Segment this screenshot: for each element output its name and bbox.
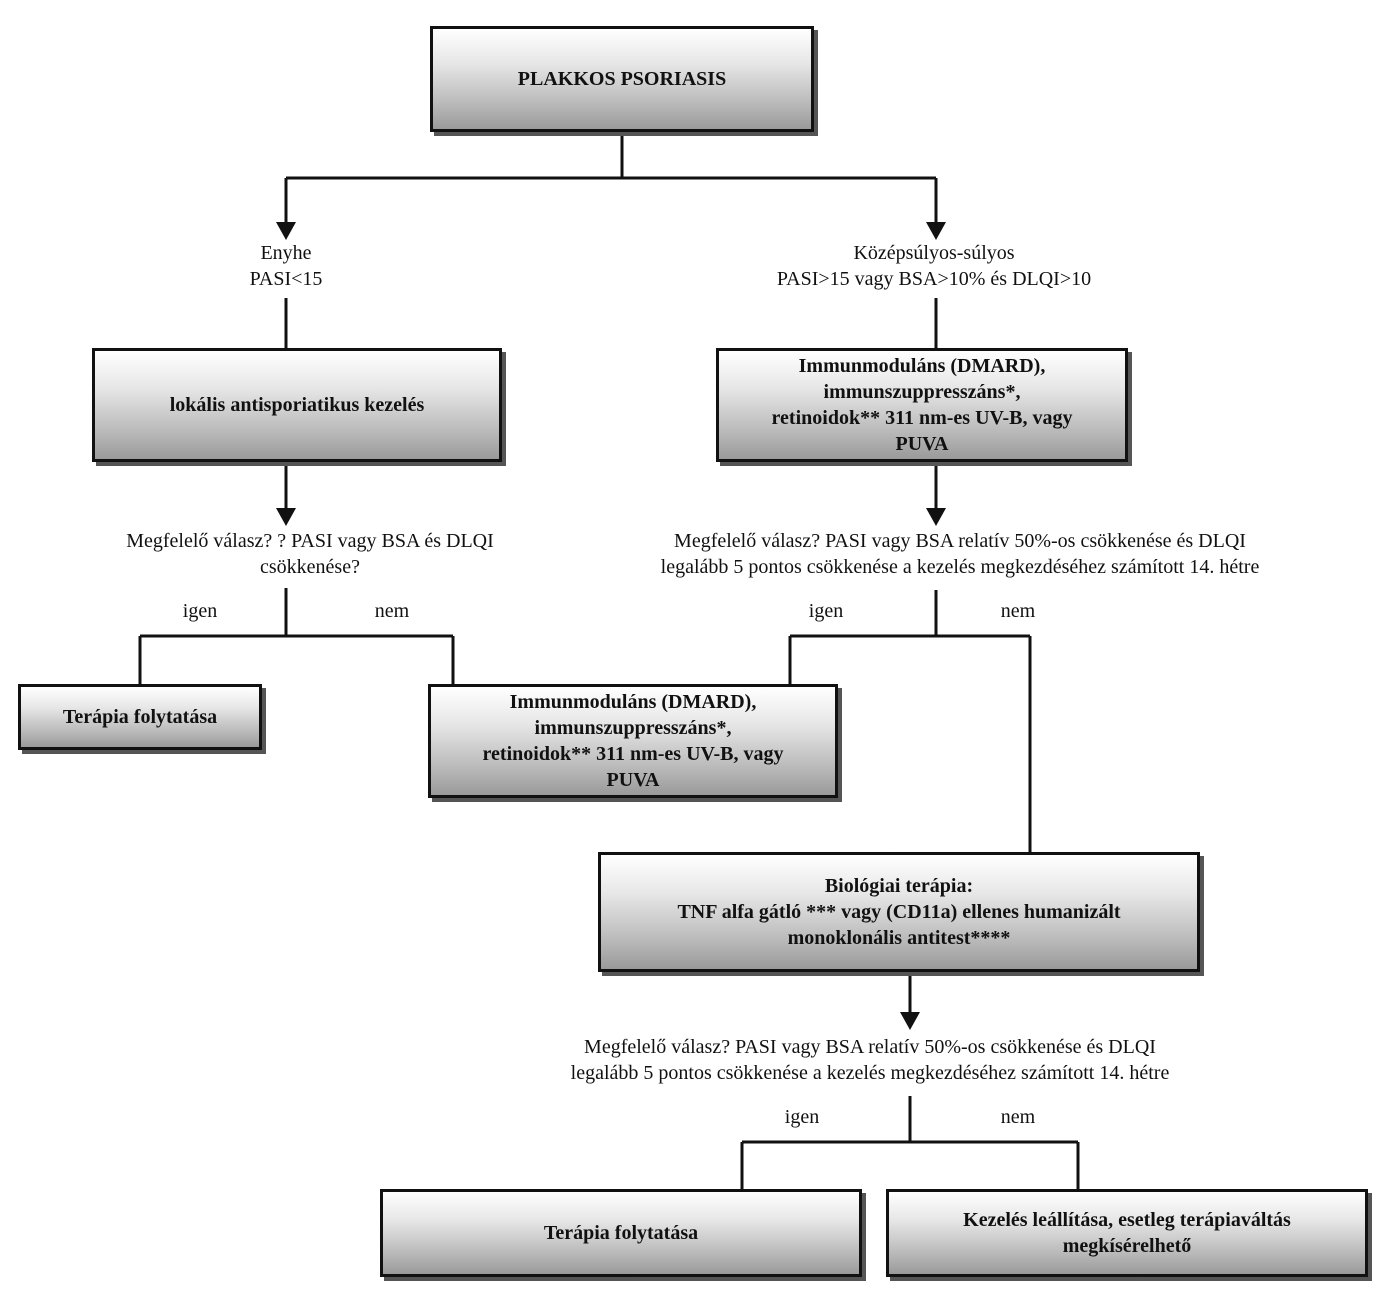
- biological-line: TNF alfa gátló *** vagy (CD11a) ellenes …: [677, 901, 1121, 923]
- no-label-right: nem: [1000, 600, 1036, 622]
- local-treatment-box: lokális antisporiatikus kezelés: [92, 348, 502, 462]
- no-label-left: nem: [374, 600, 410, 622]
- root-label: PLAKKOS PSORIASIS: [517, 68, 727, 90]
- systemic-line: immunszuppresszáns*,: [823, 381, 1021, 403]
- question-right-line: legalább 5 pontos csökkenése a kezelés m…: [660, 556, 1260, 578]
- mild-severity-label: Enyhe PASI<15: [186, 240, 386, 292]
- biological-line: monoklonális antitest****: [787, 927, 1011, 949]
- systemic-line: immunszuppresszáns*,: [534, 717, 732, 739]
- question-left-line: csökkenése?: [260, 556, 360, 578]
- question-bottom: Megfelelő válasz? PASI vagy BSA relatív …: [470, 1034, 1270, 1086]
- severe-title: Középsúlyos-súlyos: [853, 242, 1015, 264]
- systemic-line: PUVA: [895, 433, 949, 455]
- arrowhead-icon: [900, 1012, 920, 1030]
- yes-label-bottom: igen: [784, 1106, 820, 1128]
- question-right-line: Megfelelő válasz? PASI vagy BSA relatív …: [674, 530, 1246, 552]
- mild-criteria: PASI<15: [249, 268, 323, 290]
- continue-therapy-box-bottom: Terápia folytatása: [380, 1189, 862, 1277]
- mild-title: Enyhe: [260, 242, 312, 264]
- no-label-bottom: nem: [1000, 1106, 1036, 1128]
- continue-therapy-label: Terápia folytatása: [543, 1222, 699, 1244]
- question-bottom-line: Megfelelő válasz? PASI vagy BSA relatív …: [584, 1036, 1156, 1058]
- local-treatment-label: lokális antisporiatikus kezelés: [169, 394, 425, 416]
- stop-treatment-box: Kezelés leállítása, esetleg terápiaváltá…: [886, 1189, 1368, 1277]
- question-left-line: Megfelelő válasz? ? PASI vagy BSA és DLQ…: [126, 530, 494, 552]
- systemic-line: PUVA: [606, 769, 660, 791]
- severe-criteria: PASI>15 vagy BSA>10% és DLQI>10: [776, 268, 1092, 290]
- systemic-treatment-box-2: Immunmoduláns (DMARD), immunszuppresszán…: [428, 684, 838, 798]
- systemic-line: Immunmoduláns (DMARD),: [509, 691, 757, 713]
- root-box: PLAKKOS PSORIASIS: [430, 26, 814, 132]
- stop-treatment-line: megkísérelhető: [1062, 1235, 1192, 1257]
- arrowhead-icon: [926, 508, 946, 526]
- arrowhead-icon: [276, 222, 296, 240]
- question-right: Megfelelő válasz? PASI vagy BSA relatív …: [560, 528, 1360, 580]
- severe-severity-label: Középsúlyos-súlyos PASI>15 vagy BSA>10% …: [700, 240, 1168, 292]
- arrowhead-icon: [276, 508, 296, 526]
- question-left: Megfelelő válasz? ? PASI vagy BSA és DLQ…: [60, 528, 560, 580]
- arrowhead-icon: [926, 222, 946, 240]
- systemic-line: retinoidok** 311 nm-es UV-B, vagy: [771, 407, 1073, 429]
- continue-therapy-label: Terápia folytatása: [62, 706, 218, 728]
- yes-label-right: igen: [808, 600, 844, 622]
- yes-label-left: igen: [182, 600, 218, 622]
- systemic-line: Immunmoduláns (DMARD),: [798, 355, 1046, 377]
- biological-line: Biológiai terápia:: [824, 875, 974, 897]
- stop-treatment-line: Kezelés leállítása, esetleg terápiaváltá…: [963, 1209, 1291, 1231]
- continue-therapy-box-left: Terápia folytatása: [18, 684, 262, 750]
- biological-therapy-box: Biológiai terápia: TNF alfa gátló *** va…: [598, 852, 1200, 972]
- systemic-treatment-box: Immunmoduláns (DMARD), immunszuppresszán…: [716, 348, 1128, 462]
- systemic-line: retinoidok** 311 nm-es UV-B, vagy: [482, 743, 784, 765]
- question-bottom-line: legalább 5 pontos csökkenése a kezelés m…: [570, 1062, 1170, 1084]
